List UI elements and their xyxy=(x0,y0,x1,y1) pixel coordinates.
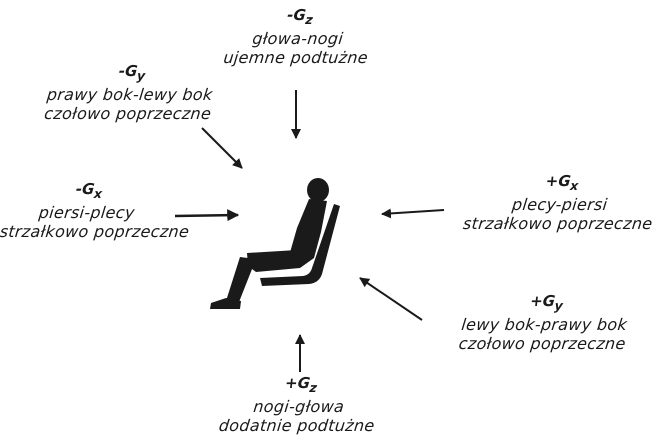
arrow-minus-gx xyxy=(175,215,238,216)
label-minus-gx: -Gx piersi-plecy strzałkowo poprzeczne xyxy=(0,180,175,241)
label-minus-gx-line1: piersi-plecy xyxy=(1,203,173,222)
arrow-minus-gy xyxy=(202,128,242,168)
label-plus-gy-line1: lewy bok-prawy bok xyxy=(431,315,658,334)
label-plus-gx-line1: plecy-piersi xyxy=(454,195,666,214)
label-plus-gy-line2: czołowo poprzeczne xyxy=(429,334,656,353)
label-plus-gz-line2: dodatnie podtużne xyxy=(211,416,383,435)
label-minus-gz-line2: ujemne podtużne xyxy=(215,48,377,67)
label-minus-gy-line1: prawy bok-lewy bok xyxy=(29,85,231,104)
label-plus-gz-line1: nogi-głowa xyxy=(213,397,385,416)
label-minus-gx-line2: strzałkowo poprzeczne xyxy=(0,222,171,241)
label-minus-gy-line2: czołowo poprzeczne xyxy=(27,104,229,123)
arrow-plus-gy xyxy=(360,278,422,320)
arrow-plus-gx xyxy=(382,210,444,214)
label-plus-gz: +Gz nogi-głowa dodatnie podtużne xyxy=(211,374,387,435)
seated-person-icon xyxy=(210,178,340,309)
label-minus-gz: -Gz głowa-nogi ujemne podtużne xyxy=(215,6,381,67)
label-plus-gy: +Gy lewy bok-prawy bok czołowo poprzeczn… xyxy=(429,292,660,353)
label-minus-gy: -Gy prawy bok-lewy bok czołowo poprzeczn… xyxy=(27,62,233,123)
label-plus-gx-line2: strzałkowo poprzeczne xyxy=(452,214,664,233)
label-minus-gz-line1: głowa-nogi xyxy=(217,29,379,48)
label-plus-gx: +Gx plecy-piersi strzałkowo poprzeczne xyxy=(452,172,668,233)
